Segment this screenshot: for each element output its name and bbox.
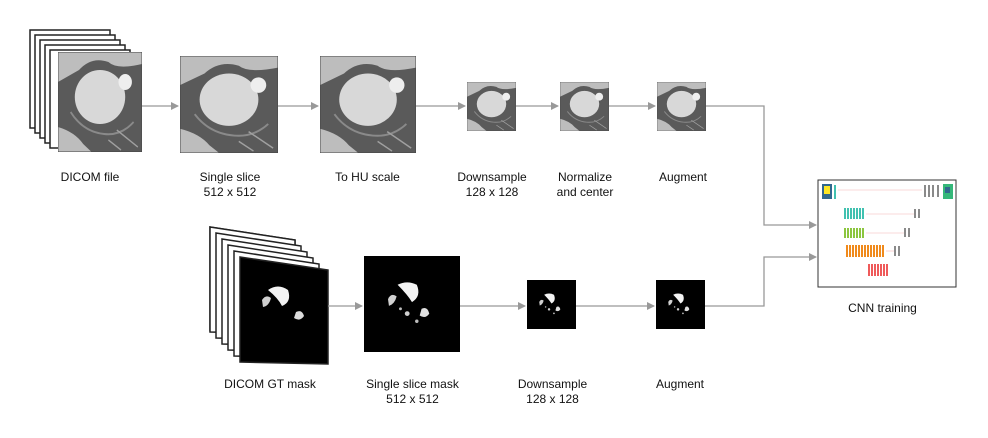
single-slice-mask-image <box>364 256 460 352</box>
dicom-file-stack <box>29 29 142 152</box>
label-single-slice-mask: Single slice mask 512 x 512 <box>366 377 459 406</box>
label-cnn-training: CNN training <box>848 301 917 315</box>
label-augment-bottom: Augment <box>655 377 705 391</box>
label-single-slice: Single slice 512 x 512 <box>199 170 261 199</box>
single-slice-image <box>180 56 278 153</box>
top-arrows <box>142 102 817 229</box>
label-normalize: Normalize and center <box>556 170 614 199</box>
dicom-gt-mask-stack <box>209 226 329 365</box>
bottom-arrows <box>328 253 817 310</box>
cnn-diagram <box>817 179 957 288</box>
label-to-hu-scale: To HU scale <box>335 170 400 184</box>
label-dicom-gt-mask: DICOM GT mask <box>224 377 316 391</box>
downsample-mask-image <box>527 280 576 329</box>
augment-mask-image <box>656 280 705 329</box>
label-dicom-file: DICOM file <box>60 170 120 184</box>
augment-image <box>657 82 706 131</box>
label-downsample-bottom: Downsample 128 x 128 <box>517 377 588 406</box>
hu-scale-image <box>320 56 416 153</box>
normalize-image <box>560 82 609 131</box>
label-augment-top: Augment <box>658 170 708 184</box>
downsample-image <box>467 82 516 131</box>
label-downsample-top: Downsample 128 x 128 <box>457 170 527 199</box>
